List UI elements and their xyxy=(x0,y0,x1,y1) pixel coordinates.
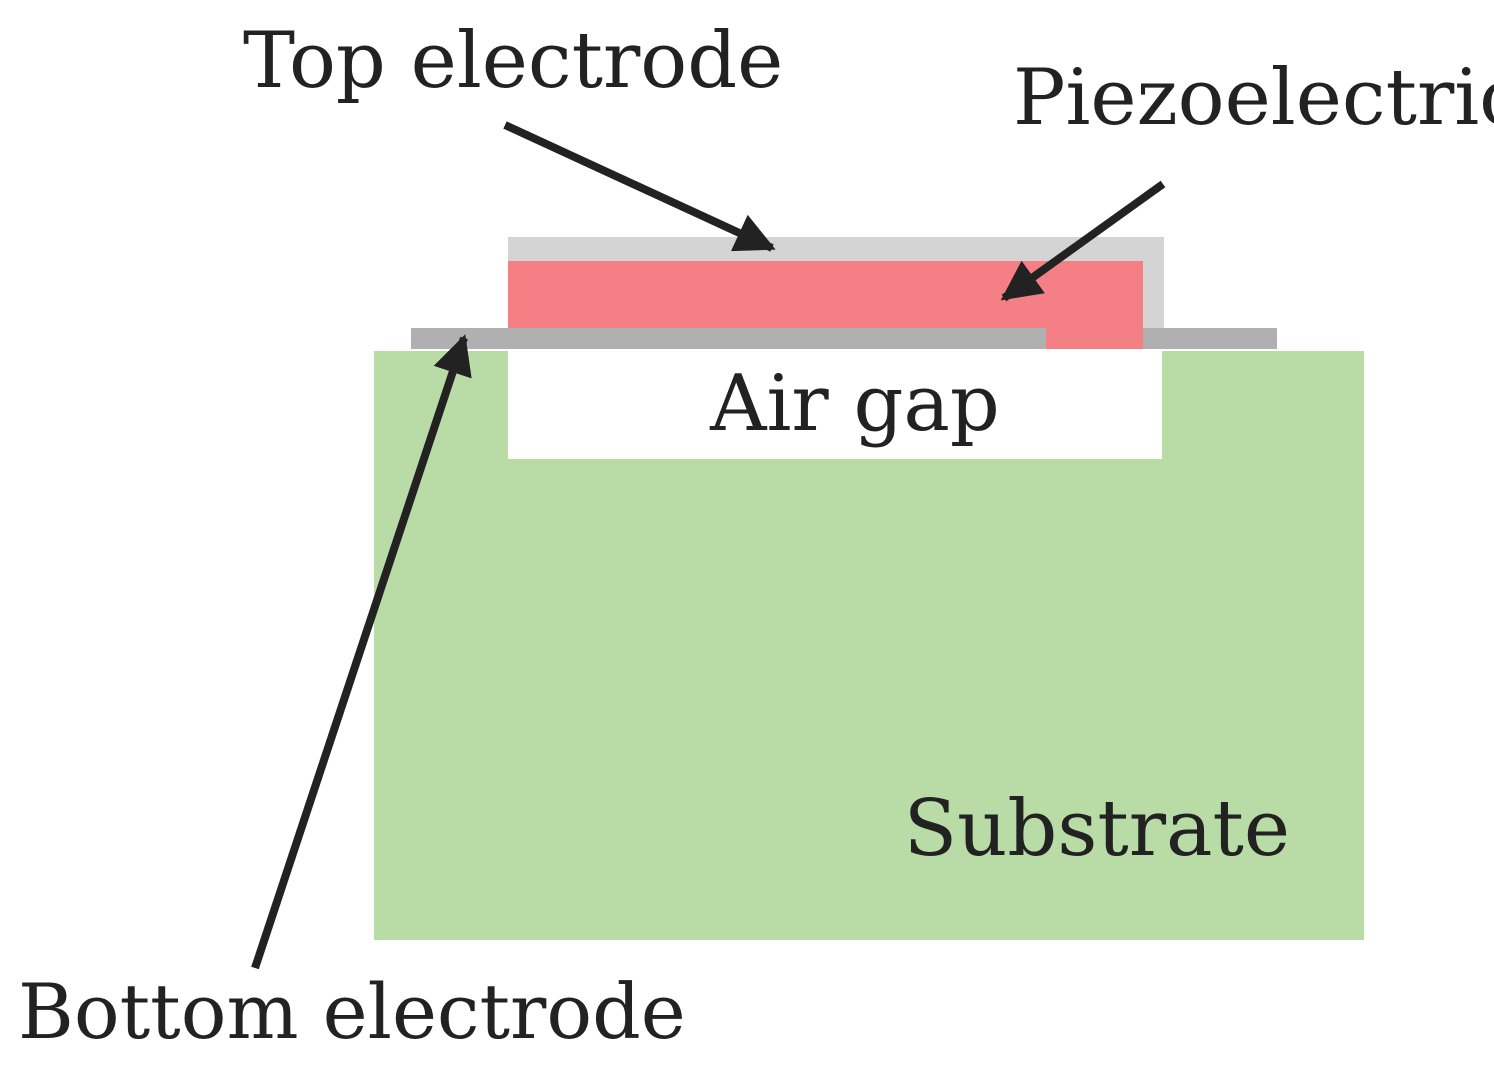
bottom-electrode-arrow xyxy=(251,334,472,970)
top-electrode-arrow xyxy=(503,121,776,252)
label-piezoelectric: Piezoelectric xyxy=(1013,53,1494,143)
label-air-gap: Air gap xyxy=(709,359,1000,449)
piezoelectric-arrow xyxy=(1000,180,1166,302)
label-bottom-electrode: Bottom electrode xyxy=(18,967,686,1056)
bottom-electrode-right xyxy=(1143,328,1277,349)
label-top-electrode: Top electrode xyxy=(243,16,783,106)
bottom-electrode-left xyxy=(411,328,1046,349)
air-gap-region xyxy=(508,349,1162,459)
label-substrate: Substrate xyxy=(904,784,1290,874)
